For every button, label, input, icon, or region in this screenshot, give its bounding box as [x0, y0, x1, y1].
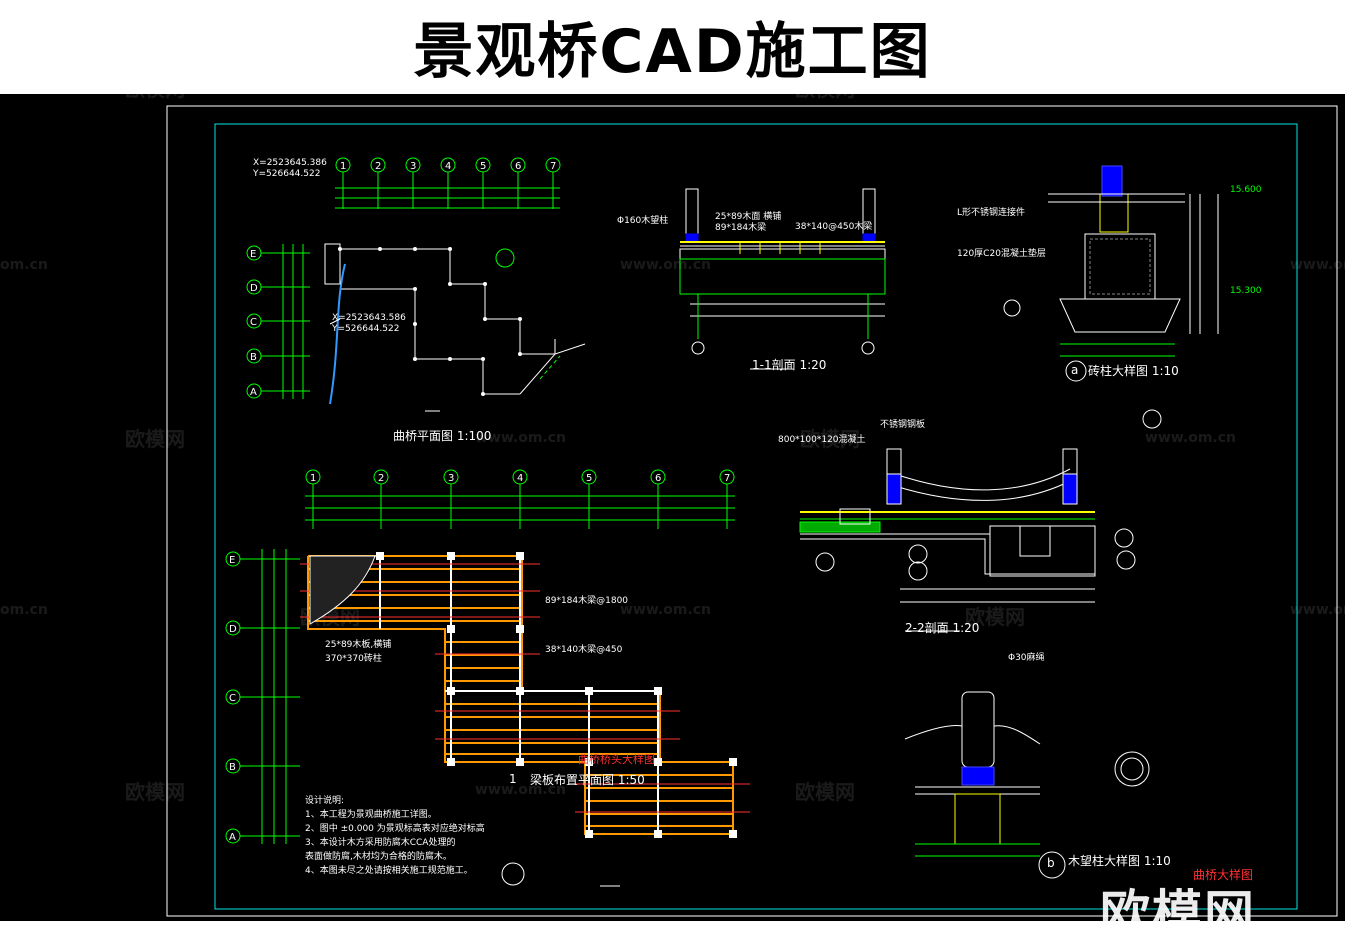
section-1-1-title: 1-1剖面 1:20: [752, 358, 827, 372]
annotation-12: Φ30麻绳: [1008, 653, 1045, 663]
detail-a-number: a: [1071, 363, 1079, 377]
detail-b-number: b: [1047, 856, 1055, 870]
detail-b-title: 木望柱大样图 1:10: [1068, 854, 1171, 868]
annotation-10: 38*140木梁@450: [545, 645, 623, 655]
annotation-9: 370*370砖柱: [325, 654, 382, 664]
svg-text:www.om.cn: www.om.cn: [475, 430, 566, 446]
annotation-13: 800*100*120混凝土: [778, 435, 866, 445]
svg-text:欧模网: 欧模网: [125, 427, 185, 451]
svg-text:A: A: [229, 832, 236, 843]
beam-plan-number: 1: [509, 772, 517, 786]
svg-text:2: 2: [378, 473, 384, 484]
svg-text:E: E: [229, 555, 235, 566]
annotation-4: Φ160木望柱: [617, 216, 669, 226]
svg-text:7: 7: [724, 473, 730, 484]
svg-text:欧模网: 欧模网: [125, 94, 185, 101]
annotation-5: L形不锈钢连接件: [957, 208, 1026, 218]
inner-frame: [214, 123, 1298, 910]
annotation-1: 25*89木面 横铺: [715, 212, 782, 222]
design-note-line: 1、本工程为景观曲桥施工详图。: [305, 810, 437, 820]
svg-text:6: 6: [655, 473, 661, 484]
annotation-7: 89*184木梁@1800: [545, 596, 629, 606]
svg-text:D: D: [250, 283, 258, 294]
design-note-line: 4、本图未尽之处请按相关施工规范施工。: [305, 866, 473, 876]
design-note-line: 2、图中 ±0.000 为景观标高表对应绝对标高: [305, 824, 485, 834]
svg-text:3: 3: [448, 473, 454, 484]
watermarks: 欧模网 欧模网 欧模网 www.om.cn 欧模网 www.om.cn om.c…: [0, 77, 1345, 804]
annotation-6: 120厚C20混凝土垫层: [957, 249, 1046, 259]
svg-text:3: 3: [410, 161, 416, 172]
design-note-line: 表面做防腐,木材均为合格的防腐木。: [305, 852, 452, 862]
svg-text:4: 4: [445, 161, 451, 172]
annotation-elev-2: 15.300: [1230, 286, 1262, 296]
svg-text:欧模网: 欧模网: [795, 780, 855, 804]
svg-text:www.om.cn: www.om.cn: [620, 257, 711, 273]
design-notes-heading: 设计说明:: [305, 796, 345, 806]
svg-text:1: 1: [340, 161, 346, 172]
section-1-1-drawing: [679, 188, 886, 370]
section-2-2-title: 2-2剖面 1:20: [905, 621, 980, 635]
svg-text:B: B: [250, 352, 257, 363]
svg-text:2: 2: [375, 161, 381, 172]
annotation-8: 25*89木板,横铺: [325, 640, 392, 650]
plan-drawing: 1 2 3 4 5 6 7 E D C B A: [246, 157, 586, 412]
svg-text:www.om.cn: www.om.cn: [1145, 430, 1236, 446]
svg-text:4: 4: [517, 473, 523, 484]
svg-text:欧模网: 欧模网: [965, 605, 1025, 629]
bridge-head-label: 曲桥桥头大样图: [578, 753, 655, 766]
outer-frame: [166, 105, 1338, 917]
svg-text:6: 6: [515, 161, 521, 172]
svg-text:E: E: [250, 249, 256, 260]
beam-plan-title: 梁板布置平面图 1:50: [530, 773, 645, 787]
cad-drawing-canvas: 欧模网 欧模网 欧模网 www.om.cn 欧模网 www.om.cn om.c…: [0, 77, 1345, 943]
detail-a-title: 砖柱大样图 1:10: [1088, 364, 1179, 378]
design-notes: 设计说明: 1、本工程为景观曲桥施工详图。 2、图中 ±0.000 为景观标高表…: [305, 794, 485, 878]
svg-text:B: B: [229, 762, 236, 773]
svg-text:C: C: [229, 693, 236, 704]
plan-title: 曲桥平面图 1:100: [393, 429, 492, 443]
annotation-11: 不锈钢钢板: [880, 420, 926, 430]
svg-text:om.cn: om.cn: [0, 257, 48, 273]
cad-svg: 欧模网 欧模网 欧模网 www.om.cn 欧模网 www.om.cn om.c…: [0, 77, 1345, 917]
annotation-elev-1: 15.600: [1230, 185, 1262, 195]
svg-text:欧模网: 欧模网: [800, 427, 860, 451]
annotation-2: 38*140@450木梁: [795, 222, 873, 232]
detail-a-drawing: [1003, 165, 1219, 382]
design-note-line: 3、本设计木方采用防腐木CCA处理的: [305, 838, 456, 848]
svg-text:欧模网: 欧模网: [125, 780, 185, 804]
annotation-3: 89*184木梁: [715, 223, 767, 233]
brand-watermark: 欧模网: [1100, 885, 1256, 943]
detail-bridge-title: 曲桥大样图: [1193, 868, 1254, 882]
svg-text:7: 7: [550, 161, 556, 172]
svg-text:1: 1: [310, 473, 316, 484]
beam-plan-drawing: 1 2 3 4 5 6 7 E D C B A: [225, 469, 750, 887]
section-2-2-drawing: [799, 409, 1162, 632]
svg-text:om.cn: om.cn: [0, 602, 48, 618]
svg-text:5: 5: [586, 473, 592, 484]
svg-text:C: C: [250, 317, 257, 328]
detail-b-drawing: [904, 691, 1150, 879]
svg-text:www.om.cn: www.om.cn: [1290, 602, 1345, 618]
svg-text:5: 5: [480, 161, 486, 172]
svg-text:www.om.cn: www.om.cn: [1290, 257, 1345, 273]
svg-text:www.om.cn: www.om.cn: [475, 782, 566, 798]
svg-text:www.om.cn: www.om.cn: [620, 602, 711, 618]
svg-text:D: D: [229, 624, 237, 635]
svg-text:欧模网: 欧模网: [795, 94, 855, 101]
svg-text:A: A: [250, 387, 257, 398]
page-title: 景观桥CAD施工图: [413, 17, 932, 87]
